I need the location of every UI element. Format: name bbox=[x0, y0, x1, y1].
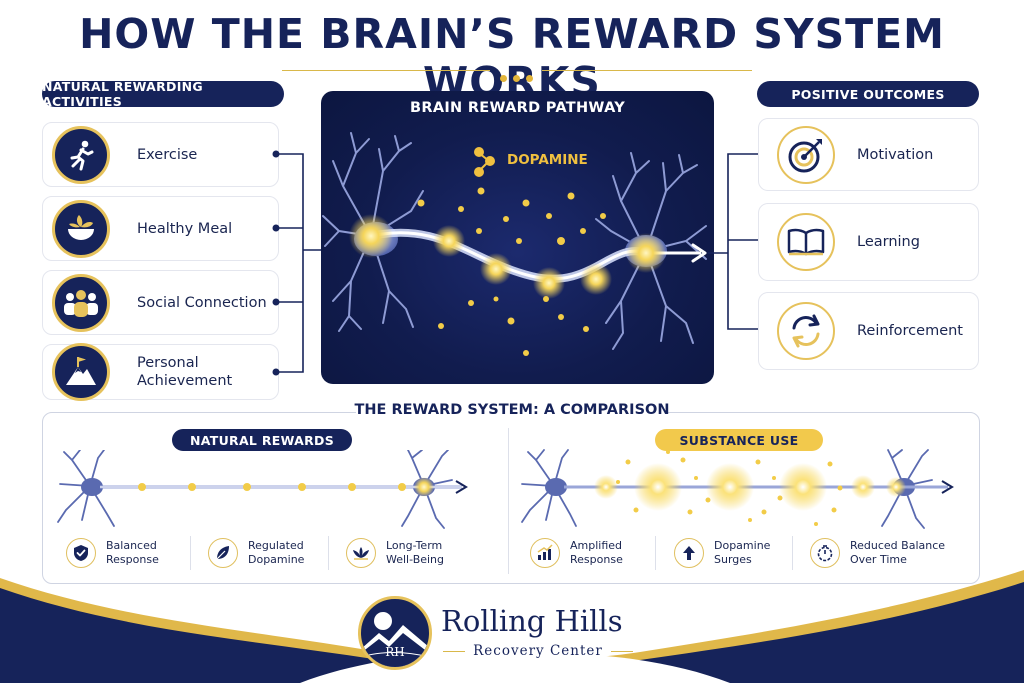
outcome-label: Motivation bbox=[857, 146, 934, 163]
title-rule-left bbox=[282, 70, 490, 71]
brain-panel-title: BRAIN REWARD PATHWAY bbox=[410, 100, 625, 116]
dopamine-label: DOPAMINE bbox=[507, 152, 588, 168]
outcome-card-reinforcement: Reinforcement bbox=[758, 292, 979, 370]
people-icon bbox=[52, 273, 110, 332]
page-title: HOW THE BRAIN’S REWARD SYSTEM WORKS bbox=[79, 10, 945, 106]
activity-label: Healthy Meal bbox=[137, 220, 233, 237]
comparison-title: THE REWARD SYSTEM: A COMPARISON bbox=[354, 402, 670, 418]
substance-use-pathway bbox=[521, 449, 954, 529]
natural-rewards-pathway bbox=[57, 450, 468, 529]
brain-reward-pathway-panel: BRAIN REWARD PATHWAY DOPAMINE bbox=[321, 91, 714, 384]
dopamine-molecule-icon bbox=[474, 147, 495, 177]
lotus-icon bbox=[346, 538, 376, 568]
activity-label: Personal Achievement bbox=[137, 355, 233, 389]
activity-label: Exercise bbox=[137, 146, 198, 163]
activity-card-personal-achievement: Personal Achievement bbox=[42, 343, 279, 401]
logo-subtitle: Recovery Center bbox=[473, 643, 603, 659]
neuron-pathway-illustration bbox=[322, 132, 707, 356]
activity-label: Social Connection bbox=[137, 294, 267, 311]
title-rule-right bbox=[542, 70, 752, 71]
leaf-icon bbox=[208, 538, 238, 568]
positive-outcomes-header: POSITIVE OUTCOMES bbox=[757, 81, 979, 107]
comparison-divider bbox=[508, 428, 509, 574]
timer-icon bbox=[810, 538, 840, 568]
outcome-label: Reinforcement bbox=[857, 323, 963, 339]
natural-activities-header: NATURAL REWARDING ACTIVITIES bbox=[42, 79, 284, 109]
target-icon bbox=[777, 125, 835, 184]
natural-rewards-label: NATURAL REWARDS bbox=[172, 429, 352, 451]
activity-card-exercise: Exercise bbox=[42, 122, 279, 187]
arrow-up-icon bbox=[674, 538, 704, 568]
bowl-icon bbox=[52, 199, 110, 258]
logo-name: Rolling Hills bbox=[441, 604, 623, 638]
left-connectors bbox=[272, 150, 322, 376]
logo-monogram: RH bbox=[385, 645, 405, 659]
outcome-label: Learning bbox=[857, 234, 920, 250]
substance-use-label: SUBSTANCE USE bbox=[655, 429, 823, 451]
activity-card-healthy-meal: Healthy Meal bbox=[42, 196, 279, 261]
book-icon bbox=[777, 213, 835, 271]
mountain-flag-icon bbox=[52, 343, 110, 401]
rolling-hills-logo: RH bbox=[358, 596, 432, 670]
activity-card-social-connection: Social Connection bbox=[42, 270, 279, 335]
outcome-card-learning: Learning bbox=[758, 203, 979, 281]
runner-icon bbox=[52, 125, 110, 184]
cycle-arrows-icon bbox=[777, 302, 835, 360]
title-dots bbox=[497, 67, 536, 86]
shield-check-icon bbox=[66, 538, 96, 568]
outcome-card-motivation: Motivation bbox=[758, 118, 979, 191]
bar-chart-up-icon bbox=[530, 538, 560, 568]
